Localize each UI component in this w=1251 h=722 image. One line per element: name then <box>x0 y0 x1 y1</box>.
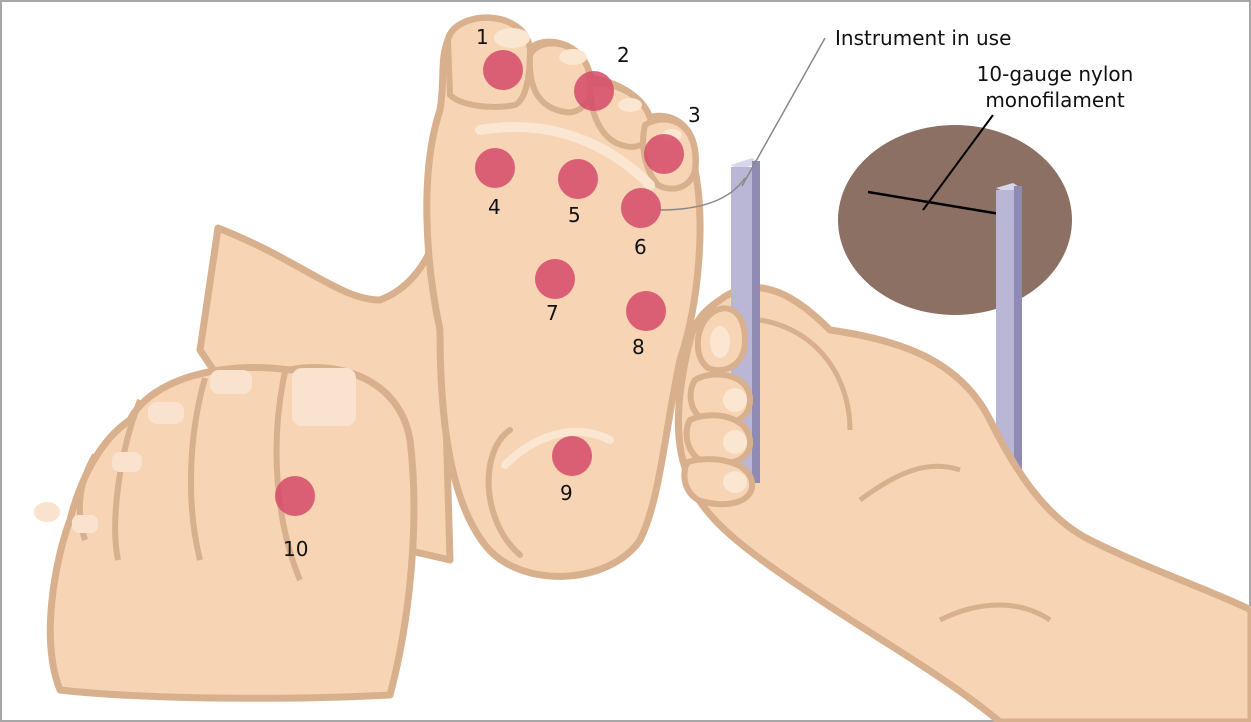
test-site-6 <box>621 188 661 228</box>
test-site-1 <box>483 50 523 90</box>
instrument-in-use-label: Instrument in use <box>835 26 1011 50</box>
test-site-10 <box>275 476 315 516</box>
toenail <box>210 370 252 394</box>
toe-highlight <box>559 49 587 65</box>
site-label-4: 4 <box>488 195 501 219</box>
toe-tip <box>34 502 60 522</box>
site-label-1: 1 <box>476 25 489 49</box>
site-label-8: 8 <box>632 335 645 359</box>
test-site-7 <box>535 259 575 299</box>
monofilament-label-line1: 10-gauge nylon <box>977 62 1134 86</box>
site-label-3: 3 <box>688 103 701 127</box>
test-site-3 <box>644 134 684 174</box>
fingernail <box>723 430 747 454</box>
test-site-5 <box>558 159 598 199</box>
site-label-7: 7 <box>546 301 559 325</box>
monofilament-label-line2: monofilament <box>985 88 1125 112</box>
site-label-6: 6 <box>634 235 647 259</box>
toe-highlight <box>618 98 642 112</box>
site-label-10: 10 <box>283 537 308 561</box>
big-toenail <box>292 368 356 426</box>
test-site-9 <box>552 436 592 476</box>
toenail <box>148 402 184 424</box>
fingernail <box>723 388 747 412</box>
test-site-4 <box>475 148 515 188</box>
site-label-9: 9 <box>560 481 573 505</box>
toe-highlight <box>494 28 530 48</box>
toenail <box>112 452 142 472</box>
test-site-8 <box>626 291 666 331</box>
test-site-2 <box>574 71 614 111</box>
site-label-5: 5 <box>568 203 581 227</box>
site-label-2: 2 <box>617 43 630 67</box>
fingernail <box>723 471 747 493</box>
toenail <box>72 515 98 533</box>
thumbnail <box>710 326 730 358</box>
